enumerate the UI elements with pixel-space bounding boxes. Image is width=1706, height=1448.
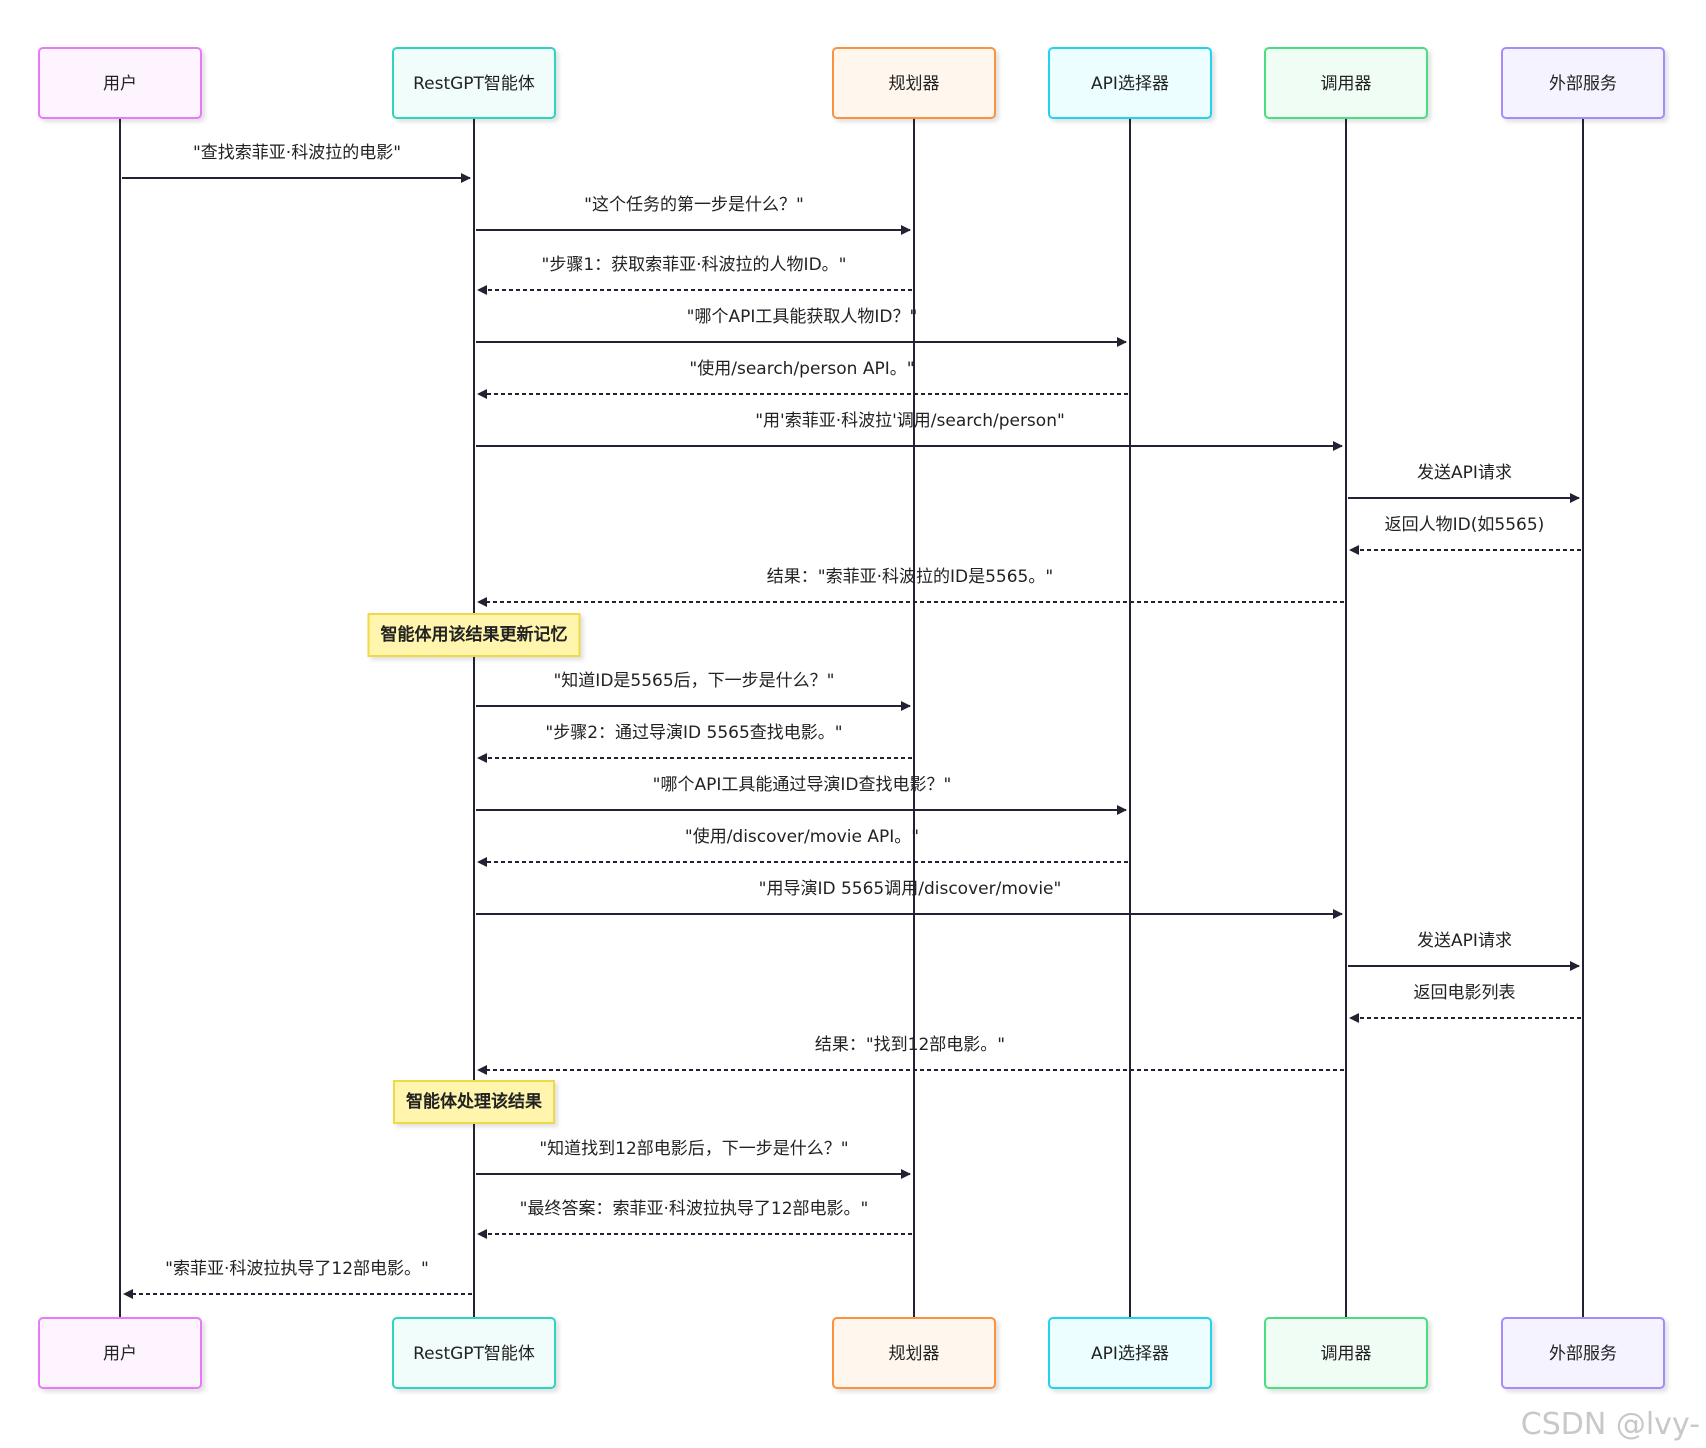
message: "哪个API工具能获取人物ID？" [476,307,1127,347]
participant-label: API选择器 [1091,1344,1169,1364]
participant-box [392,47,556,119]
message: "哪个API工具能通过导演ID查找电影？" [476,775,1127,815]
participant-caller-bottom: 调用器 [1264,1317,1428,1389]
message: 结果："找到12部电影。" [477,1035,1344,1075]
note: 智能体用该结果更新记忆 [367,613,581,657]
participant-box [1048,47,1212,119]
participant-box [38,1317,202,1389]
message-label: "用导演ID 5565调用/discover/movie" [759,879,1062,899]
participants: 用户用户RestGPT智能体RestGPT智能体规划器规划器API选择器API选… [38,47,1665,1389]
message-label: "步骤2：通过导演ID 5565查找电影。" [545,723,842,743]
participant-box [1501,1317,1665,1389]
participant-box [832,1317,996,1389]
participant-user-top: 用户 [38,47,202,119]
participant-label: RestGPT智能体 [413,74,535,94]
message: 发送API请求 [1348,931,1580,971]
message-label: "最终答案：索菲亚·科波拉执导了12部电影。" [520,1199,869,1219]
participant-label: 用户 [103,74,137,94]
message: "步骤2：通过导演ID 5565查找电影。" [477,723,912,763]
message: "知道ID是5565后，下一步是什么？" [476,671,911,711]
message-label: "知道ID是5565后，下一步是什么？" [553,671,834,691]
participant-caller-top: 调用器 [1264,47,1428,119]
participant-box [392,1317,556,1389]
note-box [367,613,581,657]
messages: "查找索菲亚·科波拉的电影" "这个任务的第一步是什么？" "步骤1：获取索菲亚·科… [122,143,1581,1299]
participant-agent-top: RestGPT智能体 [392,47,556,119]
participant-agent-bottom: RestGPT智能体 [392,1317,556,1389]
participant-label: 外部服务 [1549,1344,1617,1364]
participant-label: API选择器 [1091,74,1169,94]
note-text: 智能体用该结果更新记忆 [381,624,568,645]
participant-external-bottom: 外部服务 [1501,1317,1665,1389]
message: 结果："索菲亚·科波拉的ID是5565。" [477,567,1344,607]
participant-label: RestGPT智能体 [413,1344,535,1364]
message-label: "查找索菲亚·科波拉的电影" [193,143,401,163]
note-box [393,1080,555,1124]
message: "知道找到12部电影后，下一步是什么？" [476,1139,911,1179]
participant-box [1264,1317,1428,1389]
message-label: 返回电影列表 [1414,983,1516,1003]
participant-selector-top: API选择器 [1048,47,1212,119]
participant-box [1264,47,1428,119]
message: "使用/search/person API。" [477,358,1128,399]
message-label: "哪个API工具能获取人物ID？" [687,307,918,327]
participant-external-top: 外部服务 [1501,47,1665,119]
participant-label: 外部服务 [1549,74,1617,94]
note-text: 智能体处理该结果 [406,1091,542,1112]
message-label: 发送API请求 [1417,931,1512,951]
participant-planner-top: 规划器 [832,47,996,119]
message-label: "使用/search/person API。" [689,358,914,379]
participant-label: 调用器 [1321,74,1372,94]
participant-planner-bottom: 规划器 [832,1317,996,1389]
participant-box [1501,47,1665,119]
message-label: "知道找到12部电影后，下一步是什么？" [539,1139,848,1159]
participant-box [1048,1317,1212,1389]
lifelines [119,118,1584,1318]
message: "索菲亚·科波拉执导了12部电影。" [123,1259,472,1299]
message: "用'索菲亚·科波拉'调用/search/person" [476,411,1343,451]
message-label: "这个任务的第一步是什么？" [584,195,804,215]
message-label: "索菲亚·科波拉执导了12部电影。" [165,1259,429,1279]
participant-user-bottom: 用户 [38,1317,202,1389]
watermark: CSDN @lvy- [1521,1407,1700,1442]
message: "查找索菲亚·科波拉的电影" [122,143,471,183]
message: "这个任务的第一步是什么？" [476,195,911,235]
message-label: "使用/discover/movie API。" [685,826,919,847]
message: 发送API请求 [1348,463,1580,503]
message: "使用/discover/movie API。" [477,826,1128,867]
message-label: 结果："索菲亚·科波拉的ID是5565。" [767,567,1053,587]
participant-label: 规划器 [889,74,940,94]
participant-label: 规划器 [889,1344,940,1364]
message-label: "用'索菲亚·科波拉'调用/search/person" [755,411,1065,431]
message: 返回电影列表 [1349,983,1581,1023]
participant-label: 调用器 [1321,1344,1372,1364]
message: "最终答案：索菲亚·科波拉执导了12部电影。" [477,1199,912,1239]
note: 智能体处理该结果 [393,1080,555,1124]
message-label: 发送API请求 [1417,463,1512,483]
message-label: "步骤1：获取索菲亚·科波拉的人物ID。" [542,255,847,275]
message: "用导演ID 5565调用/discover/movie" [476,879,1343,919]
participant-box [832,47,996,119]
participant-box [38,47,202,119]
participant-label: 用户 [103,1344,137,1364]
message-label: 返回人物ID(如5565) [1385,515,1545,535]
message: "步骤1：获取索菲亚·科波拉的人物ID。" [477,255,912,295]
message-label: "哪个API工具能通过导演ID查找电影？" [653,775,952,795]
message-label: 结果："找到12部电影。" [815,1035,1005,1055]
participant-selector-bottom: API选择器 [1048,1317,1212,1389]
message: 返回人物ID(如5565) [1349,515,1581,555]
